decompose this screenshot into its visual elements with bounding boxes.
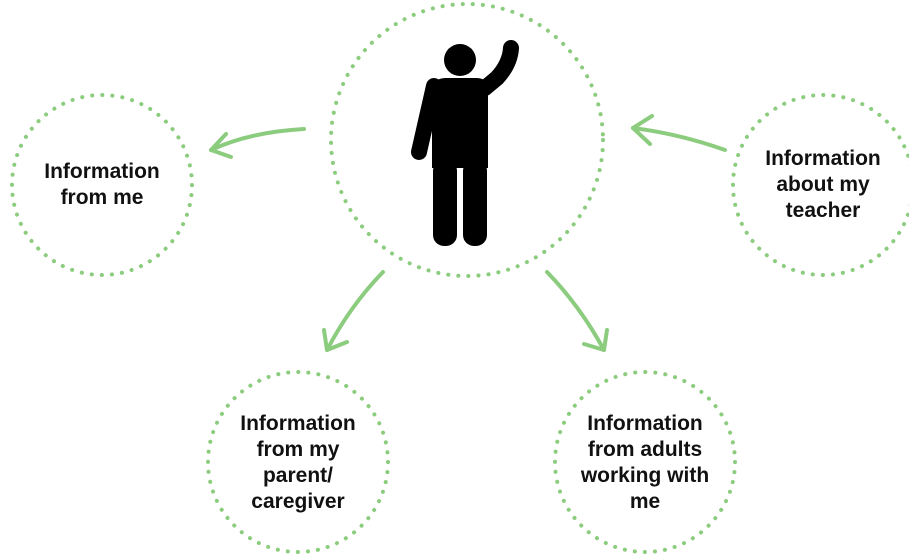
- node-circle-from-parent: [206, 370, 390, 554]
- person-raising-hand-icon: [411, 40, 519, 246]
- node-circle-about-teacher: [731, 93, 909, 277]
- node-line: about my: [776, 173, 870, 196]
- node-line: Information: [587, 412, 703, 435]
- node-circle-from-adults: [553, 370, 737, 554]
- node-circle-from-me: [10, 93, 194, 277]
- node-line: Information: [765, 147, 881, 170]
- node-label-from-me: Information from me: [22, 135, 182, 235]
- node-line: teacher: [785, 199, 861, 222]
- node-label-about-teacher: Information about my teacher: [743, 135, 903, 235]
- node-line: Information: [240, 412, 356, 435]
- node-label-from-adults: Information from adults working with me: [560, 408, 730, 518]
- node-line: Information: [44, 160, 160, 183]
- arrow-to-from-me: [209, 127, 306, 159]
- center-circle: [329, 2, 605, 278]
- node-line: me: [629, 490, 661, 513]
- node-line: working with: [580, 464, 710, 487]
- arrow-to-from-adults: [545, 270, 609, 352]
- node-line: from me: [60, 186, 144, 209]
- node-line: from adults: [587, 438, 703, 461]
- node-line: from my: [256, 438, 340, 461]
- node-label-from-parent: Information from my parent/ caregiver: [218, 408, 378, 518]
- arrow-from-about-teacher: [631, 114, 727, 152]
- node-line: caregiver: [251, 490, 345, 513]
- arrow-to-from-parent: [322, 270, 385, 352]
- node-line: parent/: [262, 464, 333, 487]
